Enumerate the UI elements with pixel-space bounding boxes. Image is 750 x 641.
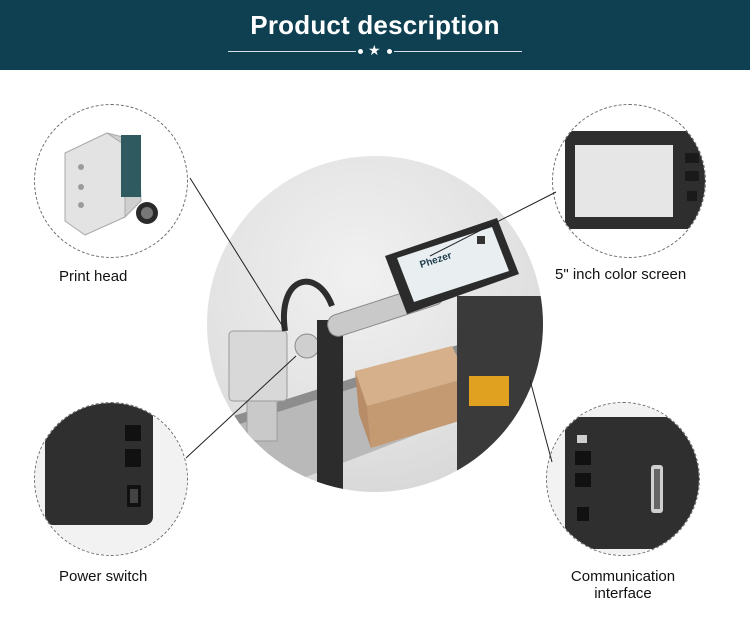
print-head-detail [34, 104, 188, 258]
header-banner: Product description ★ [0, 0, 750, 70]
star-icon: ★ [368, 42, 381, 58]
ornament-dot-right [387, 49, 392, 54]
power-switch-detail [34, 402, 188, 556]
power-switch-label: Power switch [59, 568, 148, 585]
print-head-illustration [64, 132, 158, 236]
power-switch-illustration [35, 403, 187, 555]
ornament-dot-left [358, 49, 363, 54]
interface-illustration [547, 403, 699, 555]
print-head-label: Print head [59, 268, 128, 285]
communication-interface-label: Communication interface [548, 568, 698, 602]
ornament-line-left [228, 51, 356, 52]
printer-illustration: Phezer [207, 218, 543, 492]
communication-interface-label-line1: Communication [570, 568, 676, 585]
ornament-line-right [394, 51, 522, 52]
communication-interface-label-line2: interface [594, 585, 652, 602]
main-product-image: Phezer [207, 156, 543, 492]
screen-illustration [565, 131, 705, 229]
color-screen-label: 5" inch color screen [555, 266, 687, 283]
title-ornament: ★ [0, 42, 750, 58]
page-title: Product description [250, 10, 500, 40]
communication-interface-detail [546, 402, 700, 556]
color-screen-detail [552, 104, 706, 258]
